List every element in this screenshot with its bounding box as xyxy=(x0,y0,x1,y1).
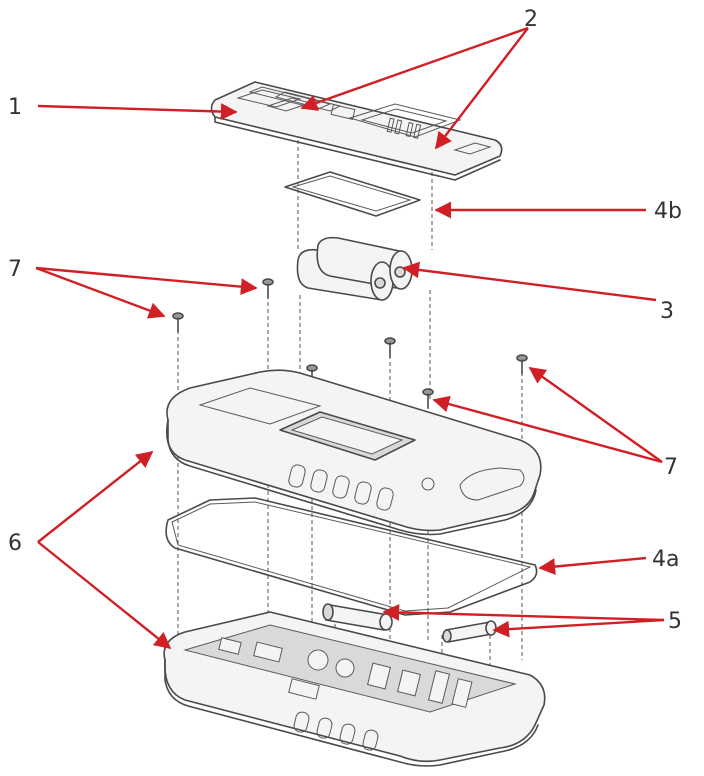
arrow-5b xyxy=(492,618,665,638)
screw-4 xyxy=(384,337,396,358)
callout-7-right: 7 xyxy=(664,455,678,480)
arrow-2a xyxy=(300,26,529,111)
arrow-6-a xyxy=(37,450,154,543)
pcb-components xyxy=(218,637,473,708)
lower-housing xyxy=(163,611,546,767)
arrow-7-left-b xyxy=(35,266,166,319)
arrow-7-right-b xyxy=(432,395,663,464)
battery-door: ▌▌▐▐ xyxy=(210,81,503,181)
arrow-4a xyxy=(538,556,647,575)
arrow-6-b xyxy=(37,541,172,650)
grip-slots xyxy=(288,464,394,511)
case-screws xyxy=(172,278,528,409)
callout-5: 5 xyxy=(668,609,682,634)
screw-6 xyxy=(516,354,528,375)
screw-2 xyxy=(172,312,184,333)
arrow-5a xyxy=(382,604,665,622)
callout-7-left: 7 xyxy=(8,257,22,282)
callout-1: 1 xyxy=(8,95,22,120)
door-seal-gasket xyxy=(284,171,421,217)
arrow-7-right-a xyxy=(528,367,663,463)
callout-4b: 4b xyxy=(654,199,682,224)
arrow-1 xyxy=(37,103,238,120)
fuse-2 xyxy=(442,620,497,643)
callout-arrows xyxy=(35,26,665,650)
arrow-3 xyxy=(402,261,657,302)
callout-4a: 4a xyxy=(652,547,679,572)
upper-housing xyxy=(166,369,542,536)
callout-6: 6 xyxy=(8,531,22,556)
callout-3: 3 xyxy=(660,299,674,324)
callout-2: 2 xyxy=(524,7,538,32)
screw-5 xyxy=(422,388,434,409)
case-gasket xyxy=(165,497,538,616)
screw-1 xyxy=(262,278,274,299)
arrow-2b xyxy=(434,27,529,150)
aa-batteries xyxy=(296,236,413,301)
arrow-7-left-a xyxy=(35,266,258,295)
callout-labels: 1 2 4b 3 7 7 6 4a 5 xyxy=(8,7,682,634)
